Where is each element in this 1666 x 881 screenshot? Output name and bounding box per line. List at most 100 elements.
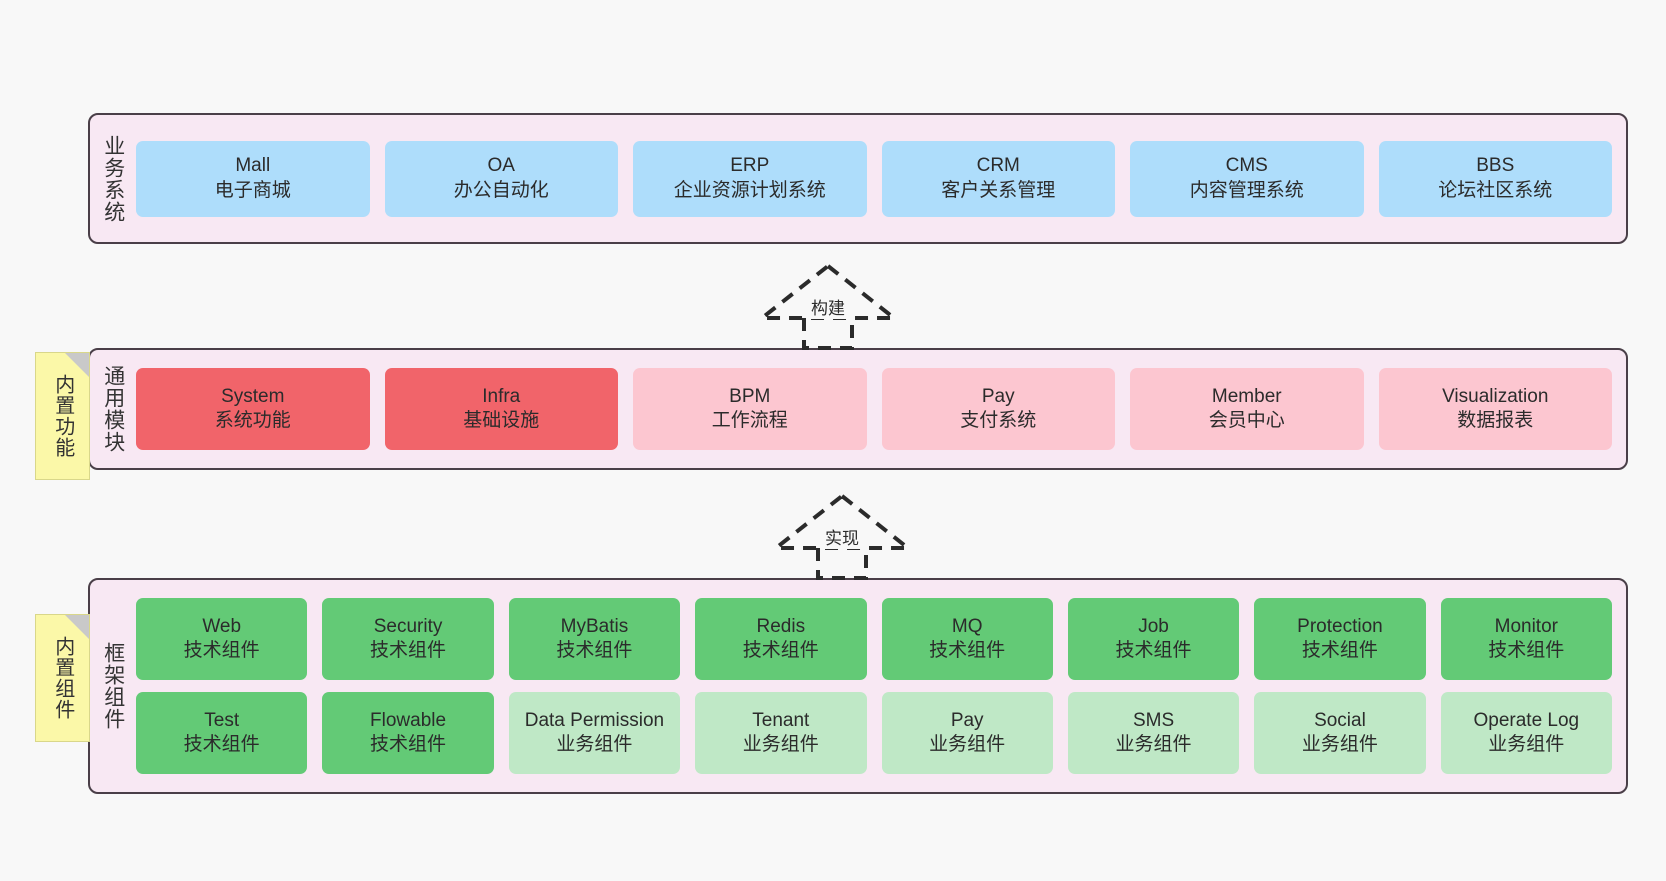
node-subtitle: 技术组件 — [1115, 640, 1192, 661]
node-title: Data Permission — [524, 709, 665, 731]
connector-build: 构建 — [758, 262, 898, 350]
layer-framework-components: 框架组件 Web 技术组件 Security 技术组件 MyBatis 技术组件… — [88, 578, 1628, 794]
node-crm[interactable]: CRM 客户关系管理 — [881, 140, 1115, 217]
node-title: MyBatis — [560, 615, 629, 637]
node-social[interactable]: Social 业务组件 — [1254, 692, 1426, 774]
generalization-arrow-icon — [758, 263, 898, 350]
node-subtitle: 技术组件 — [929, 640, 1006, 661]
node-monitor[interactable]: Monitor 技术组件 — [1440, 598, 1612, 680]
node-data-permission[interactable]: Data Permission 业务组件 — [508, 692, 681, 774]
node-subtitle: 企业资源计划系统 — [673, 179, 826, 201]
node-subtitle: 内容管理系统 — [1189, 179, 1304, 201]
connector-label-implement: 实现 — [822, 529, 862, 549]
node-subtitle: 数据报表 — [1457, 410, 1534, 431]
node-erp[interactable]: ERP 企业资源计划系统 — [633, 140, 867, 217]
node-job[interactable]: Job 技术组件 — [1067, 598, 1240, 680]
node-visualization[interactable]: Visualization 数据报表 — [1378, 368, 1612, 450]
node-redis[interactable]: Redis 技术组件 — [695, 598, 867, 680]
node-pay[interactable]: Pay 支付系统 — [881, 368, 1115, 450]
node-subtitle: 业务组件 — [1488, 734, 1565, 755]
node-subtitle: 技术组件 — [183, 734, 260, 755]
node-title: Monitor — [1494, 615, 1558, 637]
node-subtitle: 工作流程 — [711, 410, 788, 431]
node-sms[interactable]: SMS 业务组件 — [1067, 692, 1240, 774]
node-system[interactable]: System 系统功能 — [136, 368, 370, 450]
node-oa[interactable]: OA 办公自动化 — [384, 140, 618, 217]
node-title: Social — [1314, 709, 1366, 731]
node-title: Job — [1138, 615, 1169, 637]
node-tenant[interactable]: Tenant 业务组件 — [695, 692, 867, 774]
layer-label-framework-components: 框架组件 — [101, 642, 125, 730]
node-row: System 系统功能 Infra 基础设施 BPM 工作流程 Pay 支付系统… — [136, 368, 1612, 450]
node-title: Redis — [756, 615, 806, 637]
node-pay-business[interactable]: Pay 业务组件 — [881, 692, 1053, 774]
node-flowable[interactable]: Flowable 技术组件 — [322, 692, 494, 774]
node-title: CMS — [1225, 155, 1268, 177]
node-subtitle: 业务组件 — [556, 734, 633, 755]
node-security[interactable]: Security 技术组件 — [322, 598, 494, 680]
node-subtitle: 业务组件 — [1115, 734, 1192, 755]
node-title: BBS — [1476, 155, 1515, 177]
node-title: Operate Log — [1473, 709, 1580, 731]
node-member[interactable]: Member 会员中心 — [1130, 368, 1364, 450]
node-operate-log[interactable]: Operate Log 业务组件 — [1440, 692, 1612, 774]
node-subtitle: 技术组件 — [556, 640, 633, 661]
node-infra[interactable]: Infra 基础设施 — [384, 368, 618, 450]
node-title: Test — [204, 709, 240, 731]
note-text: 内置功能 — [51, 374, 74, 458]
node-title: Web — [202, 615, 242, 637]
node-title: Flowable — [370, 709, 447, 731]
node-bbs[interactable]: BBS 论坛社区系统 — [1378, 140, 1612, 217]
node-row: Web 技术组件 Security 技术组件 MyBatis 技术组件 Redi… — [136, 598, 1612, 680]
node-title: Protection — [1297, 615, 1383, 637]
node-subtitle: 办公自动化 — [453, 179, 549, 201]
node-title: ERP — [730, 155, 770, 177]
node-protection[interactable]: Protection 技术组件 — [1254, 598, 1426, 680]
node-title: Visualization — [1442, 385, 1549, 407]
node-title: Mall — [235, 155, 271, 177]
node-title: Security — [373, 615, 443, 637]
node-subtitle: 技术组件 — [370, 734, 447, 755]
node-title: MQ — [951, 615, 983, 637]
node-title: Pay — [981, 385, 1015, 407]
node-subtitle: 技术组件 — [1488, 640, 1565, 661]
sticky-note-builtin-features: 内置功能 — [35, 352, 90, 480]
node-title: Tenant — [752, 709, 810, 731]
node-bpm[interactable]: BPM 工作流程 — [633, 368, 867, 450]
node-subtitle: 系统功能 — [214, 410, 291, 431]
node-row: Mall 电子商城 OA 办公自动化 ERP 企业资源计划系统 CRM 客户关系… — [136, 140, 1612, 217]
node-subtitle: 业务组件 — [929, 734, 1006, 755]
node-title: OA — [487, 155, 515, 177]
node-test[interactable]: Test 技术组件 — [136, 692, 308, 774]
node-subtitle: 客户关系管理 — [941, 179, 1056, 201]
layer-body-framework-components: Web 技术组件 Security 技术组件 MyBatis 技术组件 Redi… — [136, 580, 1626, 792]
layer-body-business-systems: Mall 电子商城 OA 办公自动化 ERP 企业资源计划系统 CRM 客户关系… — [136, 115, 1626, 242]
node-title: System — [221, 385, 285, 407]
node-subtitle: 基础设施 — [463, 410, 540, 431]
node-subtitle: 论坛社区系统 — [1438, 179, 1553, 201]
node-title: Member — [1211, 385, 1282, 407]
layer-business-systems: 业务系统 Mall 电子商城 OA 办公自动化 ERP 企业资源计划系统 CRM… — [88, 113, 1628, 244]
node-subtitle: 业务组件 — [742, 734, 819, 755]
node-subtitle: 技术组件 — [370, 640, 447, 661]
folded-corner-icon — [65, 615, 89, 639]
node-title: Pay — [950, 709, 984, 731]
node-subtitle: 技术组件 — [1301, 640, 1378, 661]
node-title: Infra — [482, 385, 521, 407]
sticky-note-builtin-components: 内置组件 — [35, 614, 90, 742]
generalization-arrow-icon — [772, 493, 912, 580]
node-subtitle: 业务组件 — [1301, 734, 1378, 755]
node-web[interactable]: Web 技术组件 — [136, 598, 308, 680]
node-mq[interactable]: MQ 技术组件 — [881, 598, 1053, 680]
node-title: CRM — [976, 155, 1020, 177]
connector-implement: 实现 — [772, 492, 912, 580]
note-text: 内置组件 — [51, 636, 74, 720]
layer-common-modules: 通用模块 System 系统功能 Infra 基础设施 BPM 工作流程 Pay… — [88, 348, 1628, 470]
node-mall[interactable]: Mall 电子商城 — [136, 140, 370, 217]
node-mybatis[interactable]: MyBatis 技术组件 — [508, 598, 681, 680]
node-subtitle: 电子商城 — [214, 179, 291, 201]
connector-label-build: 构建 — [808, 299, 848, 319]
node-cms[interactable]: CMS 内容管理系统 — [1130, 140, 1364, 217]
node-subtitle: 技术组件 — [742, 640, 819, 661]
